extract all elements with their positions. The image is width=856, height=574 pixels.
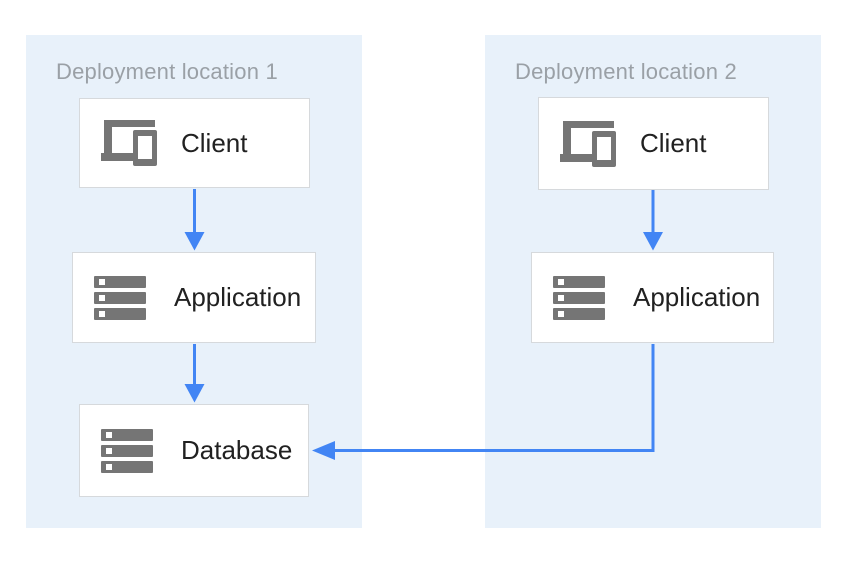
arrow-application2-to-database1 [312, 344, 655, 460]
node-client-2: Client [538, 97, 769, 190]
node-application-1: Application [72, 252, 316, 343]
zone-2-label: Deployment location 2 [515, 59, 737, 84]
server-stack-icon [94, 275, 156, 320]
devices-icon [101, 120, 163, 166]
node-label: Client [181, 127, 248, 158]
node-client-1: Client [79, 98, 310, 188]
devices-icon [560, 120, 622, 167]
zone-1-label: Deployment location 1 [56, 59, 278, 84]
arrow-client1-to-application1 [184, 189, 205, 251]
node-label: Database [181, 435, 293, 465]
node-database-1: Database [79, 404, 309, 497]
node-application-2: Application [531, 252, 774, 343]
arrow-client2-to-application2 [643, 190, 663, 251]
arrow-application1-to-database1 [184, 344, 205, 403]
node-label: Application [174, 282, 302, 312]
node-label: Client [640, 128, 707, 158]
server-stack-icon [553, 275, 615, 320]
server-stack-icon [101, 428, 163, 473]
node-label: Application [633, 282, 761, 312]
